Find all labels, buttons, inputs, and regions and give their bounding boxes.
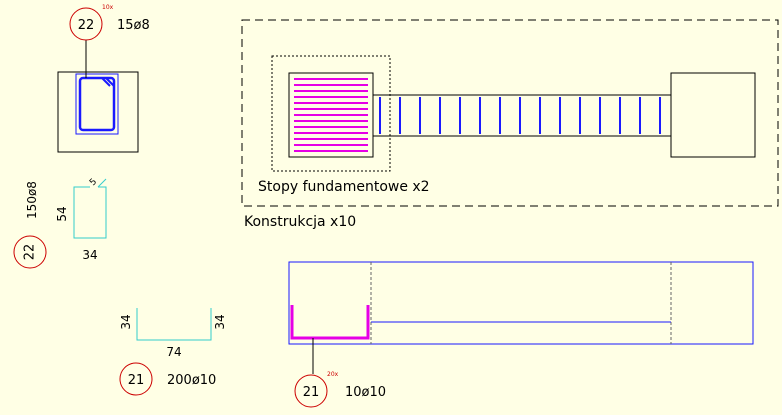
column-section [57,40,139,153]
callout-mark: 21 [303,385,320,400]
callout-mark: 22 [78,18,95,33]
callout-spec: 15ø8 [117,18,150,33]
callout-spec: 10ø10 [345,385,386,400]
footing-rebar-mesh [294,78,368,152]
beam-stirrups [379,97,661,134]
callout-side-left: 150ø8 22 [13,181,47,269]
footings-label: Stopy fundamentowe x2 [258,179,430,195]
stirrup-height-label: 54 [55,206,69,221]
callout-multiplier: 20x [327,371,339,378]
elevation-view [288,261,754,374]
stirrup-hook-label: 5 [88,177,99,188]
stirrup-width-label: 34 [82,248,97,262]
callout-mark: 21 [128,373,145,388]
u-bar-shape: 34 34 74 [119,308,227,359]
bar-left-leg-label: 34 [119,314,133,329]
callout-spec: 150ø8 [25,181,39,219]
bar-length-label: 74 [166,345,181,359]
callout-mark: 22 [23,244,38,261]
construction-label: Konstrukcja x10 [244,214,356,230]
plan-view: Stopy fundamentowe x2 Konstrukcja x10 [241,19,779,230]
callout-bottom-left: 21 200ø10 [119,362,216,396]
callout-bottom-right: 21 20x 10ø10 [294,371,386,408]
bar-right-leg-label: 34 [213,314,227,329]
callout-multiplier: 10x [102,4,114,11]
callout-top-left: 22 10x 15ø8 [69,4,150,41]
stirrup-shape: 54 34 5 [55,177,107,262]
callout-spec: 200ø10 [167,373,216,388]
